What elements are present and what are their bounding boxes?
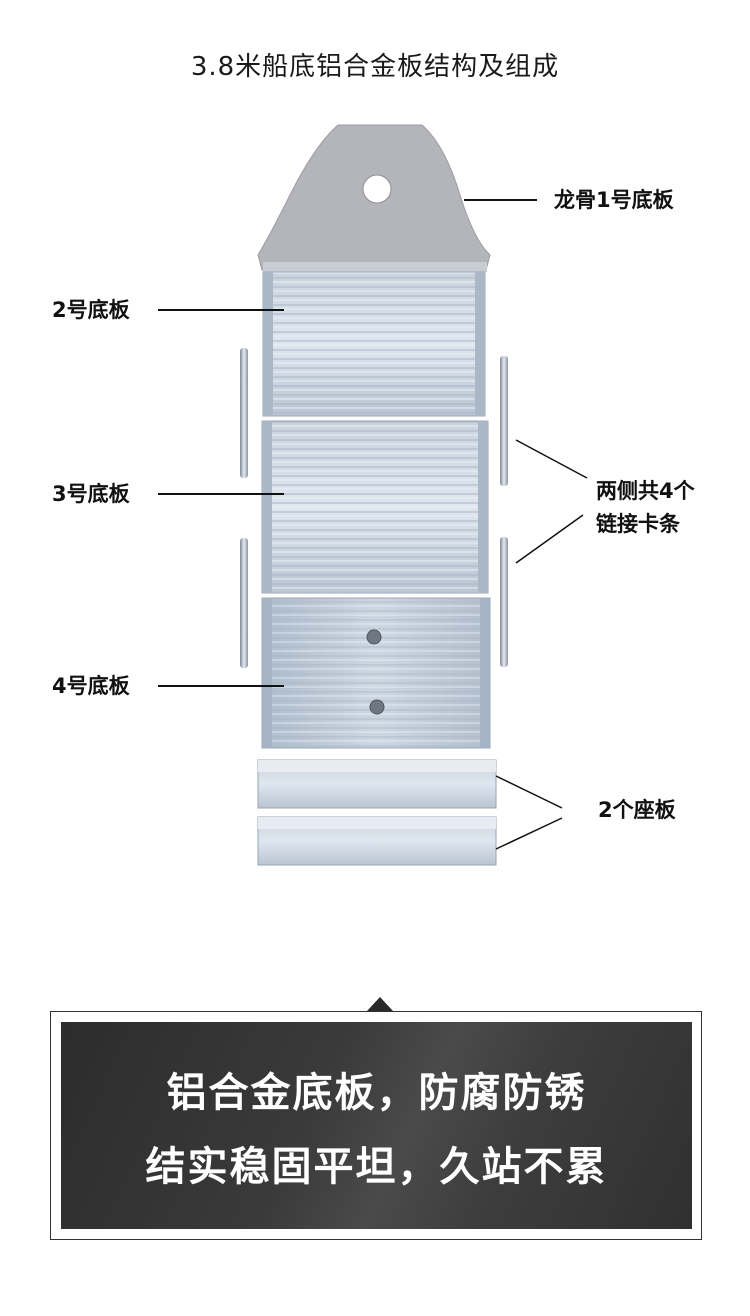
label-board-4: 4号底板: [52, 674, 130, 698]
leader-seat-top: [495, 775, 563, 809]
banner-line-1: 铝合金底板，防腐防锈: [166, 1070, 587, 1116]
board-4-bolt-bottom: [369, 699, 385, 715]
label-seats: 2个座板: [598, 798, 676, 822]
banner-pointer-icon: [367, 997, 393, 1011]
leader-seat-bottom: [495, 817, 563, 850]
leader-strip-top: [515, 439, 588, 479]
label-board-3: 3号底板: [52, 482, 130, 506]
banner-line-2: 结实稳固平坦，久站不累: [145, 1144, 608, 1190]
label-strips-line2: 链接卡条: [596, 512, 680, 536]
strip-right-top: [500, 356, 508, 486]
feature-banner: 铝合金底板，防腐防锈 结实稳固平坦，久站不累: [61, 1022, 692, 1229]
keel-hole: [362, 174, 392, 204]
keel-edge: [263, 262, 487, 272]
label-board-2: 2号底板: [52, 298, 130, 322]
label-keel: 龙骨1号底板: [554, 188, 674, 212]
strip-left-bottom: [240, 538, 248, 668]
strip-right-bottom: [500, 537, 508, 667]
strip-left-top: [240, 348, 248, 478]
page-title: 3.8米船底铝合金板结构及组成: [190, 52, 560, 82]
boat-bottom-diagram: [158, 124, 588, 866]
label-strips-line1: 两侧共4个: [596, 479, 695, 503]
board-4-bolt-top: [366, 629, 382, 645]
leader-strip-bottom: [515, 514, 584, 564]
